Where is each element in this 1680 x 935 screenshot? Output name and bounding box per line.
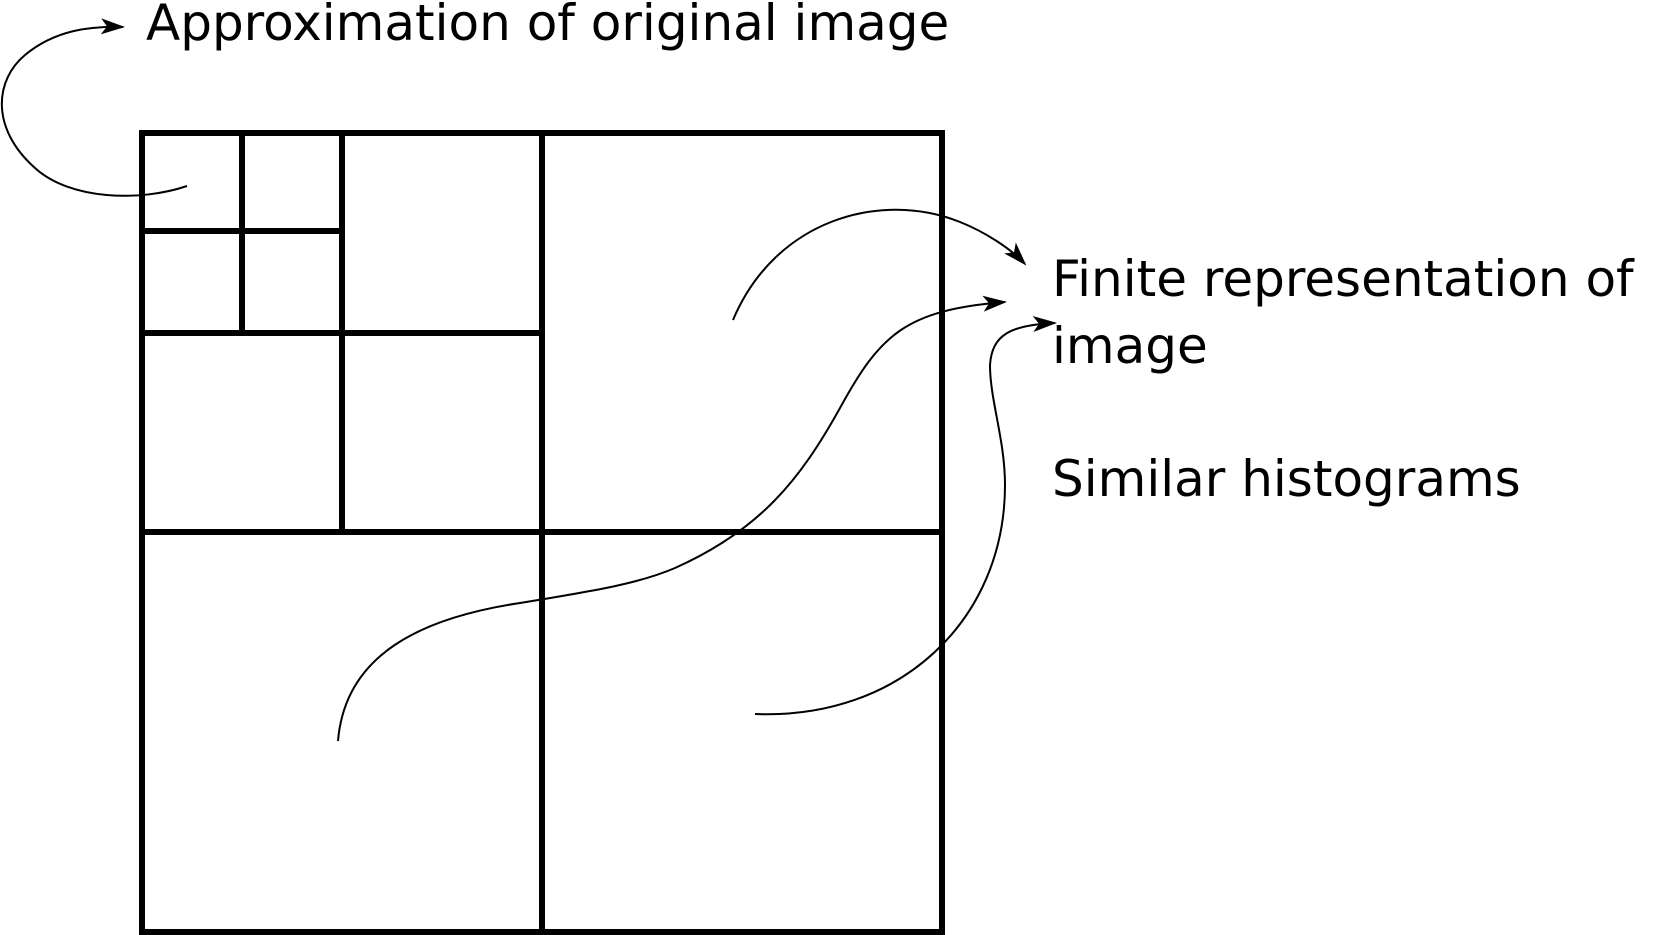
finite-arrow-lower-left (337, 295, 1007, 742)
finite-arrow-upper-right (732, 208, 1027, 321)
approximation-arrow (0, 18, 188, 197)
finite-arrow-lower-right (754, 315, 1057, 716)
approximation-label: Approximation of original image (146, 0, 950, 52)
finite-representation-label: Finite representation of image (1052, 246, 1634, 380)
quadtree-grid (139, 130, 945, 935)
finite-representation-line-2: image (1052, 317, 1208, 375)
finite-representation-line-1: Finite representation of (1052, 250, 1634, 308)
similar-histograms-label: Similar histograms (1052, 450, 1521, 508)
